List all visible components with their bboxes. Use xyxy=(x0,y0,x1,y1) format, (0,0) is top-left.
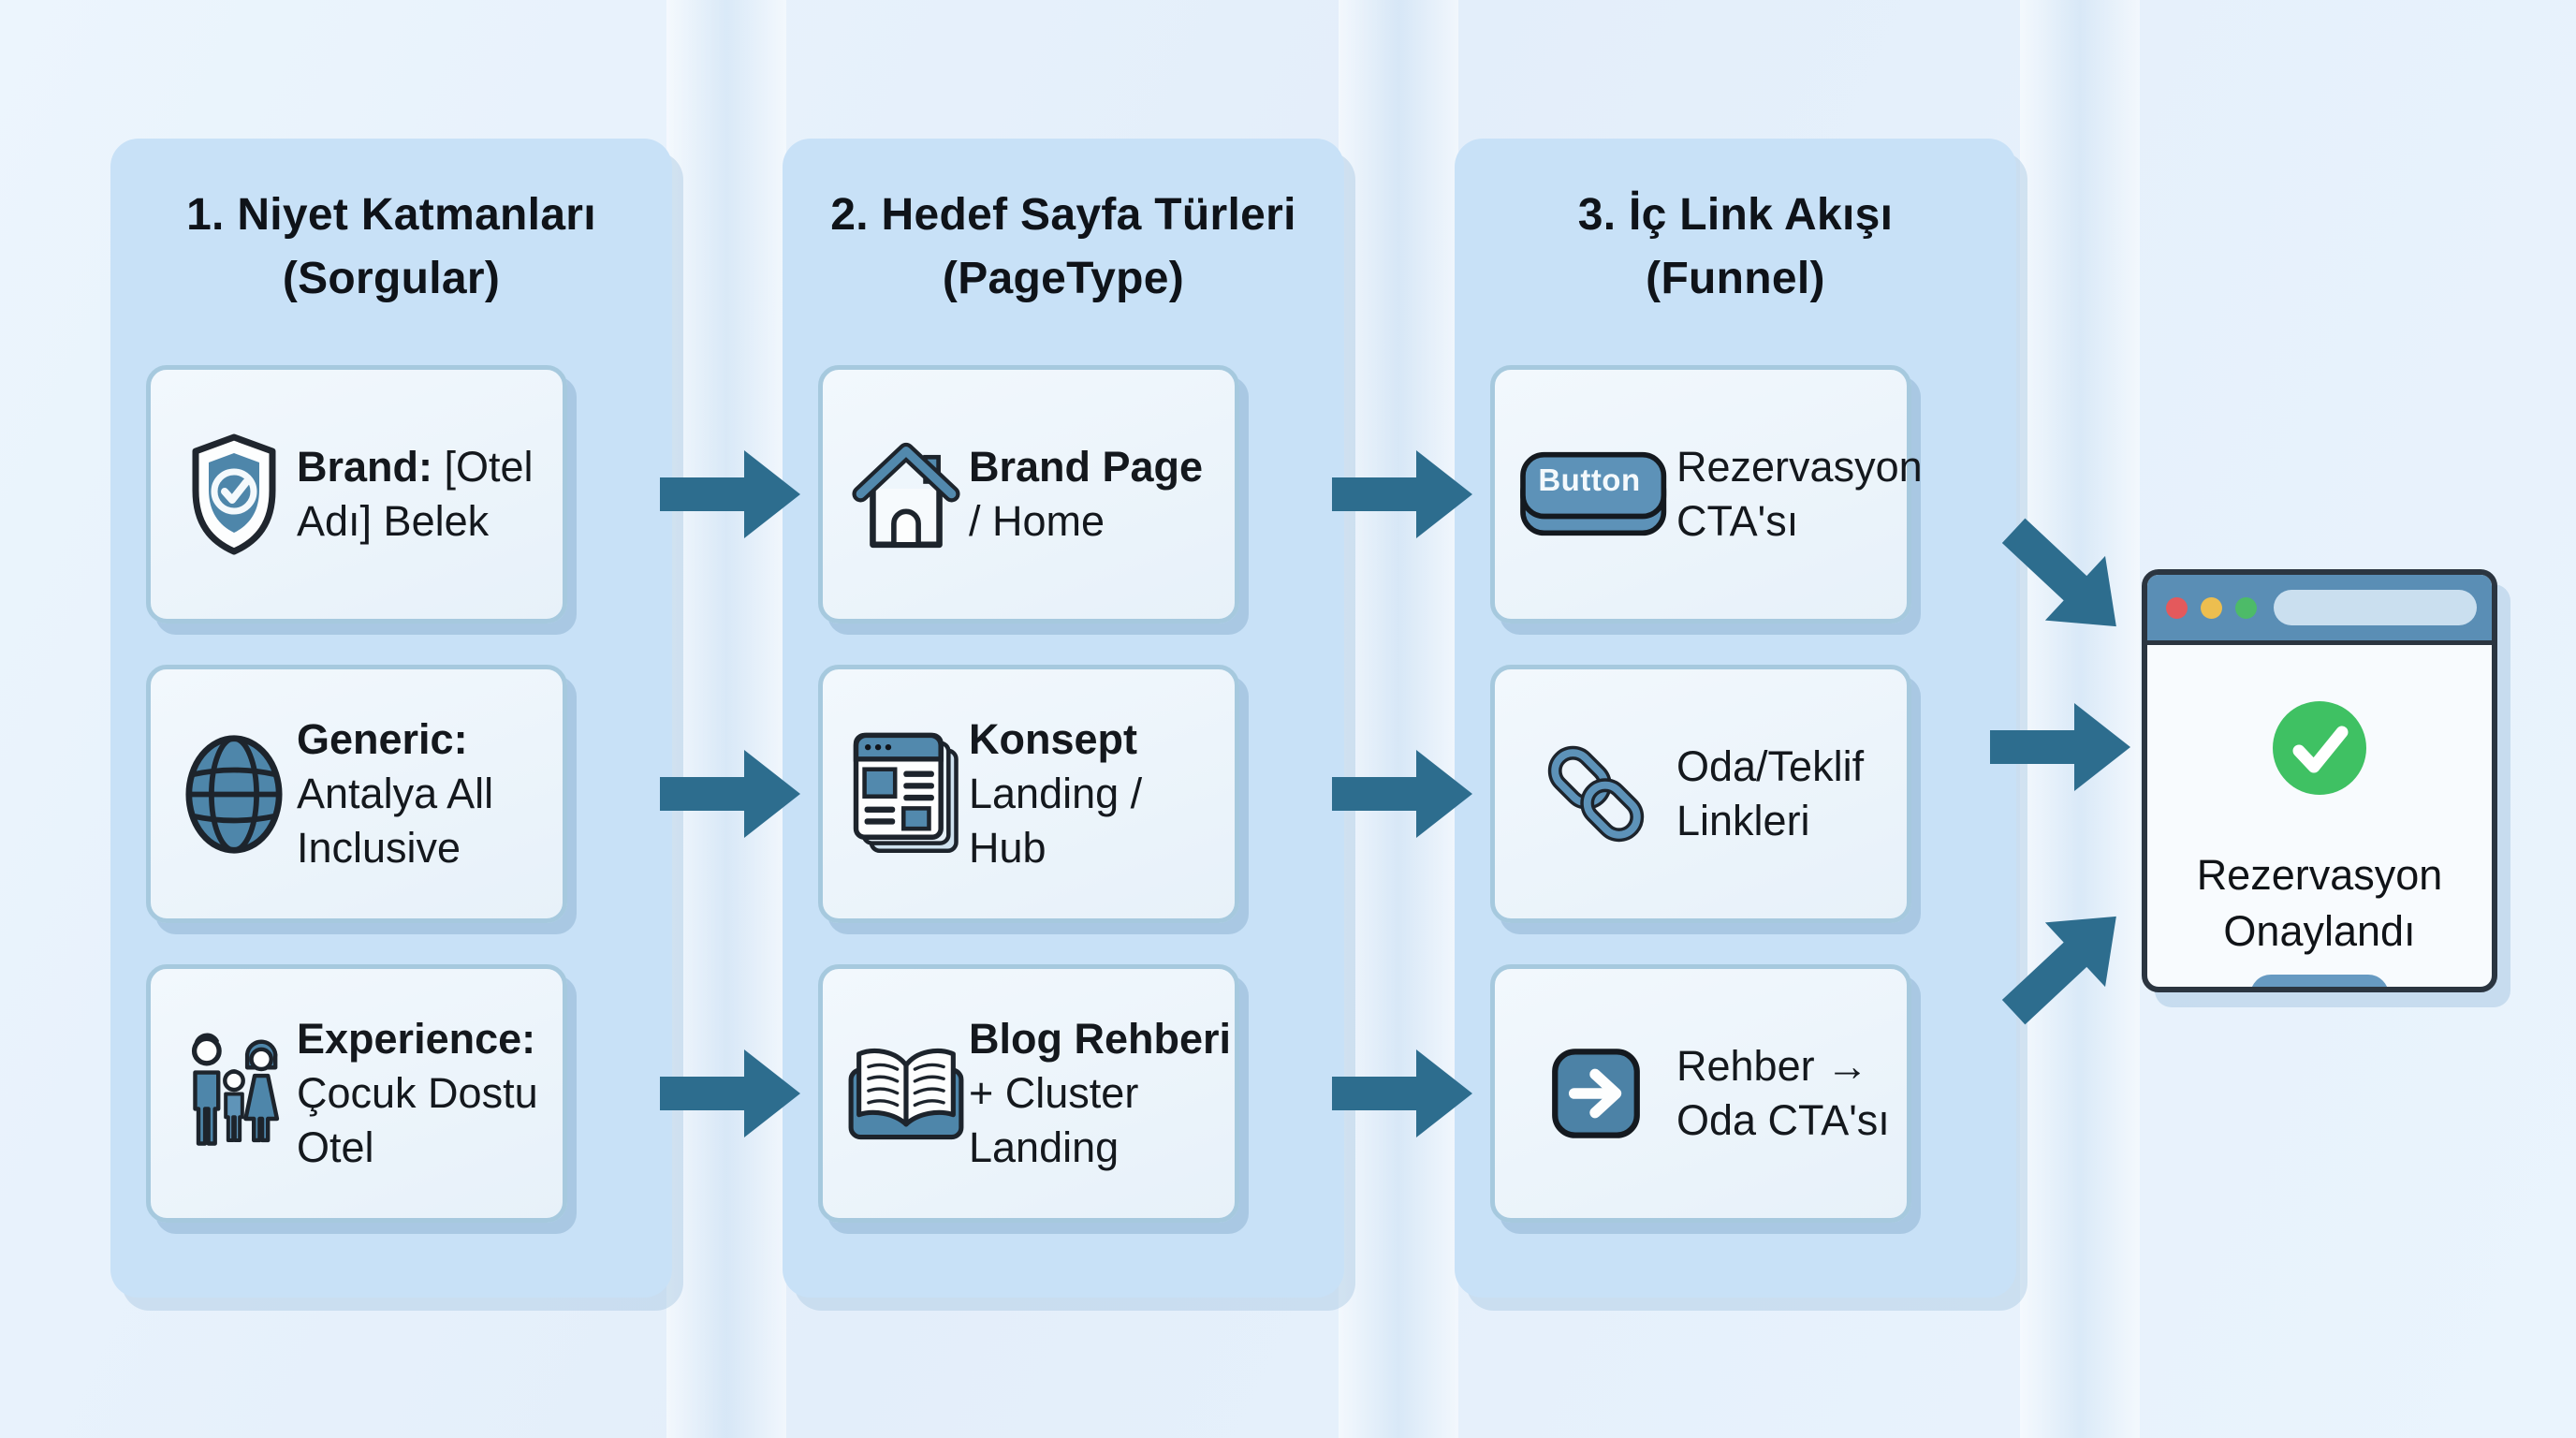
column-internal-link-flow: 3. İç Link Akışı (Funnel) Button Rezerva… xyxy=(1455,139,2016,1298)
card-text: Experience: Çocuk Dostu Otel xyxy=(297,1015,538,1171)
card-experience-query: Experience: Çocuk Dostu Otel xyxy=(146,964,567,1223)
flow-arrow xyxy=(659,747,801,841)
webpage-stack-icon xyxy=(843,730,969,858)
flow-arrow xyxy=(1331,1047,1473,1140)
traffic-light-red-icon xyxy=(2166,596,2188,619)
column-title-line1: 2. Hedef Sayfa Türleri xyxy=(830,190,1296,240)
column-title-line2: (Sorgular) xyxy=(282,254,501,303)
card-text: Rezervasyon CTA'sı xyxy=(1676,443,1923,545)
url-bar xyxy=(2274,590,2477,625)
open-book-icon xyxy=(843,1041,969,1147)
card-reservation-cta: Button Rezervasyon CTA'sı xyxy=(1490,365,1923,624)
flow-arrow xyxy=(1331,747,1473,841)
card-text: Rehber → Oda CTA'sı xyxy=(1676,1042,1890,1144)
card-brand-page: Brand Page / Home xyxy=(818,365,1239,624)
button-icon-label: Button xyxy=(1538,462,1641,497)
card-text: Generic: Antalya All Inclusive xyxy=(297,715,494,872)
confirmation-status-text: Rezervasyon Onaylandı xyxy=(2196,851,2443,955)
column-title-line2: (Funnel) xyxy=(1646,254,1825,303)
column-title: 2. Hedef Sayfa Türleri (PageType) xyxy=(783,183,1344,311)
button-icon: Button xyxy=(1515,450,1676,538)
home-icon xyxy=(843,433,969,557)
flow-arrow xyxy=(659,1047,801,1140)
arrow-right-square-icon xyxy=(1515,1038,1676,1149)
browser-content: Rezervasyon Onaylandı xyxy=(2147,645,2492,987)
card-brand-query: Brand: [Otel Adı] Belek xyxy=(146,365,567,624)
traffic-light-yellow-icon xyxy=(2201,596,2222,619)
column-title-line2: (PageType) xyxy=(942,254,1185,303)
globe-icon xyxy=(171,733,297,856)
column-title: 1. Niyet Katmanları (Sorgular) xyxy=(110,183,672,311)
column-title: 3. İç Link Akışı (Funnel) xyxy=(1455,183,2016,311)
column-intent-layers: 1. Niyet Katmanları (Sorgular) Brand: [O… xyxy=(110,139,672,1298)
shield-check-icon xyxy=(171,433,297,556)
card-text: Brand Page / Home xyxy=(969,443,1204,545)
card-concept-landing: Konsept Landing / Hub xyxy=(818,665,1239,923)
card-text: Konsept Landing / Hub xyxy=(969,715,1143,872)
confirmation-pill-button xyxy=(2250,975,2389,987)
check-circle-icon xyxy=(2271,699,2368,801)
card-generic-query: Generic: Antalya All Inclusive xyxy=(146,665,567,923)
column-gap-band xyxy=(666,0,786,1438)
traffic-light-green-icon xyxy=(2235,596,2257,619)
flow-arrow xyxy=(659,448,801,541)
family-icon xyxy=(171,1033,297,1155)
flow-arrow xyxy=(1981,700,2140,794)
flow-arrow xyxy=(1331,448,1473,541)
card-guide-to-room-cta: Rehber → Oda CTA'sı xyxy=(1490,964,1911,1223)
card-blog-guide: Blog Rehberi + Cluster Landing xyxy=(818,964,1239,1223)
browser-window: Rezervasyon Onaylandı xyxy=(2142,569,2497,992)
card-text: Oda/Teklif Linkleri xyxy=(1676,742,1865,844)
card-room-offer-links: Oda/Teklif Linkleri xyxy=(1490,665,1911,923)
card-text: Blog Rehberi + Cluster Landing xyxy=(969,1015,1232,1171)
browser-titlebar xyxy=(2147,575,2492,645)
column-page-types: 2. Hedef Sayfa Türleri (PageType) Brand … xyxy=(783,139,1344,1298)
card-text: Brand: [Otel Adı] Belek xyxy=(297,443,534,545)
column-title-line1: 3. İç Link Akışı xyxy=(1577,190,1894,240)
chain-link-icon xyxy=(1515,735,1676,853)
column-title-line1: 1. Niyet Katmanları xyxy=(186,190,596,240)
column-gap-band xyxy=(1339,0,1458,1438)
